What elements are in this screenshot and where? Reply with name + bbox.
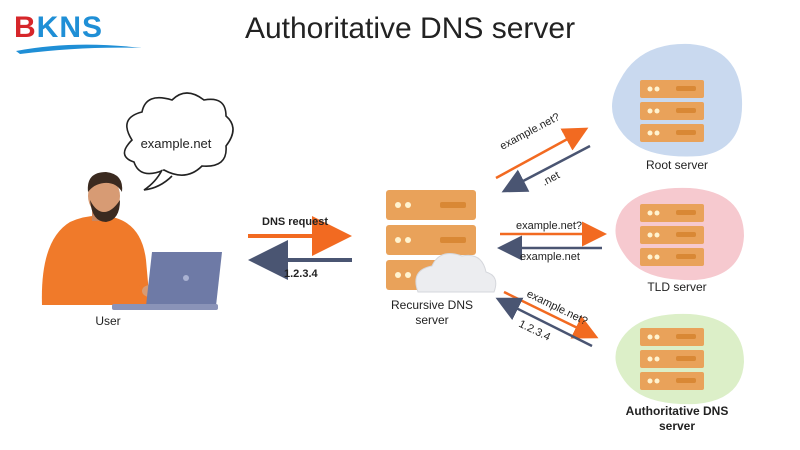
recursive-server-icon	[386, 190, 497, 293]
tld-server-icon	[640, 204, 704, 266]
authoritative-server-icon	[640, 328, 704, 390]
user-figure	[41, 172, 222, 310]
user-label: User	[95, 314, 121, 328]
root-reply-arrow	[501, 144, 591, 193]
recursive-label-line1: Recursive DNS	[390, 298, 474, 312]
logo-swoosh	[16, 44, 142, 54]
thought-bubble	[123, 92, 234, 191]
auth-server-label-line1: Authoritative DNS	[625, 404, 729, 418]
ip-response-label: 1.2.3.4	[284, 268, 318, 280]
auth-reply-arrow	[495, 297, 593, 348]
root-server-icon	[640, 80, 704, 142]
thought-text: example.net	[140, 136, 212, 151]
page-title: Authoritative DNS server	[244, 12, 576, 45]
bkns-logo: BKNS	[14, 11, 144, 54]
dns-request-label: DNS request	[262, 216, 329, 228]
tld-server-label: TLD server	[647, 280, 707, 294]
root-server-label: Root server	[645, 158, 709, 172]
recursive-label-line2: server	[415, 313, 449, 327]
auth-server-label-line2: server	[658, 419, 696, 433]
tld-reply-label: example.net	[520, 251, 580, 263]
logo-wordmark: BKNS	[14, 11, 104, 44]
tld-query-label: example.net?	[516, 220, 583, 232]
